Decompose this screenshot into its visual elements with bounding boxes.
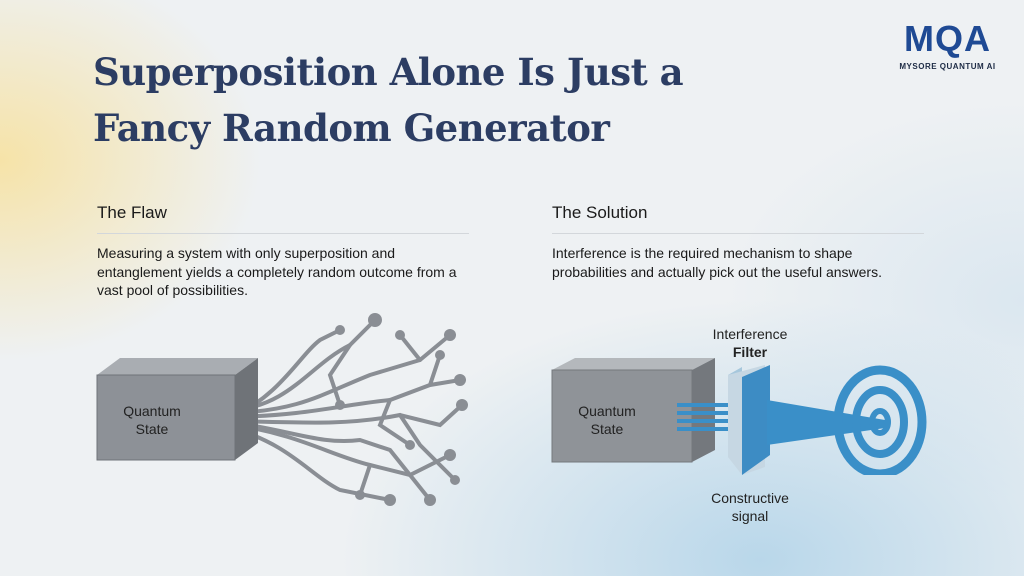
outcome-nodes: [335, 313, 468, 506]
label-line: Quantum: [123, 403, 181, 419]
flaw-heading: The Flaw: [97, 203, 469, 234]
label-line: State: [135, 421, 169, 437]
quantum-state-box: [551, 358, 715, 463]
constructive-beam: [767, 400, 885, 445]
solution-section: The Solution Interference is the require…: [552, 203, 924, 281]
branching-paths: [233, 318, 464, 502]
slide-title: Superposition Alone Is Just a Fancy Rando…: [93, 44, 684, 156]
random-branching-diagram: [96, 313, 468, 506]
solution-body: Interference is the required mechanism t…: [552, 245, 882, 280]
mysore-quantum-ai-logo: MQA MYSORE QUANTUM AI: [885, 20, 1010, 80]
target-icon: [833, 365, 927, 475]
solution-heading: The Solution: [552, 203, 924, 234]
label-line: Quantum: [578, 403, 636, 419]
interference-filter-prism: [728, 365, 770, 475]
flaw-body: Measuring a system with only superpositi…: [97, 245, 457, 298]
label-line: State: [590, 421, 624, 437]
label-line: Filter: [732, 344, 768, 360]
label-line: Interference: [712, 326, 788, 342]
interference-diagram: [551, 358, 927, 475]
label-line: signal: [731, 508, 769, 524]
label-line: Constructive: [711, 490, 789, 506]
quantum-state-box: [96, 358, 258, 461]
logo-mark: MQA: [904, 18, 991, 59]
signal-label: Constructive signal: [690, 489, 810, 525]
title-line-2: Fancy Random Generator: [93, 106, 610, 150]
logo-subtitle: MYSORE QUANTUM AI: [899, 62, 996, 71]
title-line-1: Superposition Alone Is Just a: [93, 50, 684, 94]
flaw-section: The Flaw Measuring a system with only su…: [97, 203, 469, 300]
beam-strands: [677, 403, 732, 431]
